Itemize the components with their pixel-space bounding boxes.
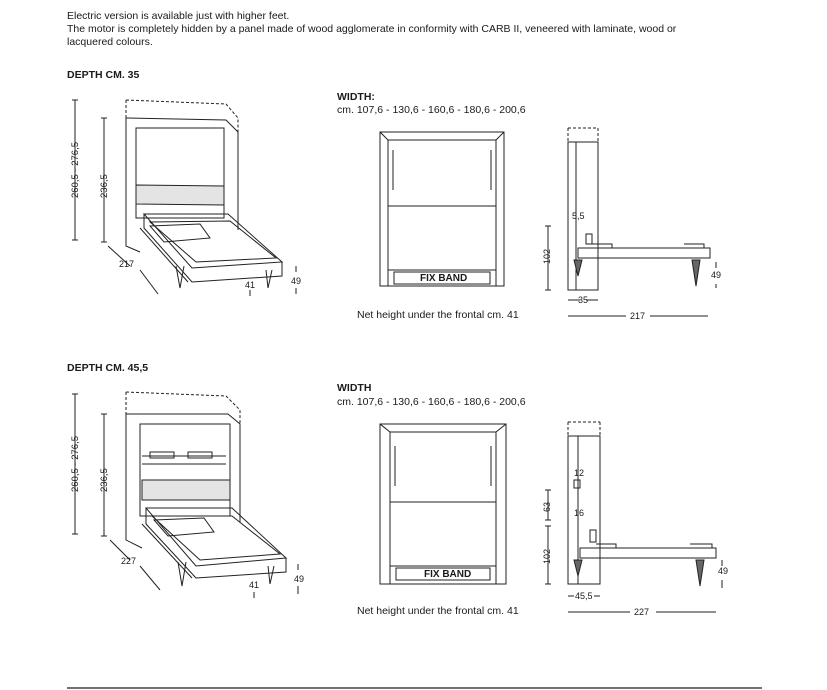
side-length-label-35: 217 xyxy=(630,311,646,321)
depth-label-45: 227 xyxy=(121,556,137,566)
front-drawing-45 xyxy=(379,423,507,585)
side-length-label-45: 227 xyxy=(634,607,650,617)
side-height-label-35: 102 xyxy=(542,248,552,264)
height-range-label-35: 260,5 - 276,5 xyxy=(70,142,81,198)
fix-band-label-45: FIX BAND xyxy=(424,569,472,580)
side-depth-label-45: 45,5 xyxy=(575,591,593,601)
side-depth-label-35: 35 xyxy=(578,295,589,305)
width-heading-35: WIDTH: xyxy=(337,91,375,103)
section-heading-45: DEPTH CM. 45,5 xyxy=(67,362,149,374)
side-bed-label-45: 49 xyxy=(718,566,729,576)
width-list-45: cm. 107,6 - 130,6 - 160,6 - 180,6 - 200,… xyxy=(337,396,526,408)
side-drawing-35 xyxy=(545,127,717,317)
net-height-note-35: Net height under the frontal cm. 41 xyxy=(357,309,519,321)
leg-height-label-35: 41 xyxy=(245,280,256,290)
side-height-label-45: 102 xyxy=(542,548,552,564)
fix-band-label-35: FIX BAND xyxy=(420,273,468,284)
side-bed-label-35: 49 xyxy=(711,270,722,280)
side-top-label-45: 12 xyxy=(574,468,585,478)
intro-text: Electric version is available just with … xyxy=(67,10,767,49)
side-top-label-35: 5,5 xyxy=(572,211,585,221)
side-drawing-45 xyxy=(545,421,723,613)
bed-height-label-35: 49 xyxy=(291,276,302,286)
bed-height-label-45: 49 xyxy=(294,574,305,584)
height-inner-label-35: 236,5 xyxy=(99,174,110,198)
net-height-note-45: Net height under the frontal cm. 41 xyxy=(357,605,519,617)
intro-line-2: The motor is completely hidden by a pane… xyxy=(67,23,677,35)
height-range-label-45: 260,5 - 276,5 xyxy=(70,436,81,492)
width-heading-45: WIDTH xyxy=(337,382,372,394)
intro-line-3: lacquered colours. xyxy=(67,36,153,48)
section-heading-35: DEPTH CM. 35 xyxy=(67,69,140,81)
iso-drawing-45 xyxy=(72,391,299,598)
intro-line-1: Electric version is available just with … xyxy=(67,10,290,22)
side-mid-label-45: 16 xyxy=(574,508,585,518)
depth-label-35: 217 xyxy=(119,259,135,269)
front-drawing-35 xyxy=(379,131,505,287)
side-upper-label-45: 63 xyxy=(542,501,552,512)
iso-drawing-35 xyxy=(72,99,297,296)
height-inner-label-45: 236,5 xyxy=(99,468,110,492)
leg-height-label-45: 41 xyxy=(249,580,260,590)
width-list-35: cm. 107,6 - 130,6 - 160,6 - 180,6 - 200,… xyxy=(337,104,526,116)
